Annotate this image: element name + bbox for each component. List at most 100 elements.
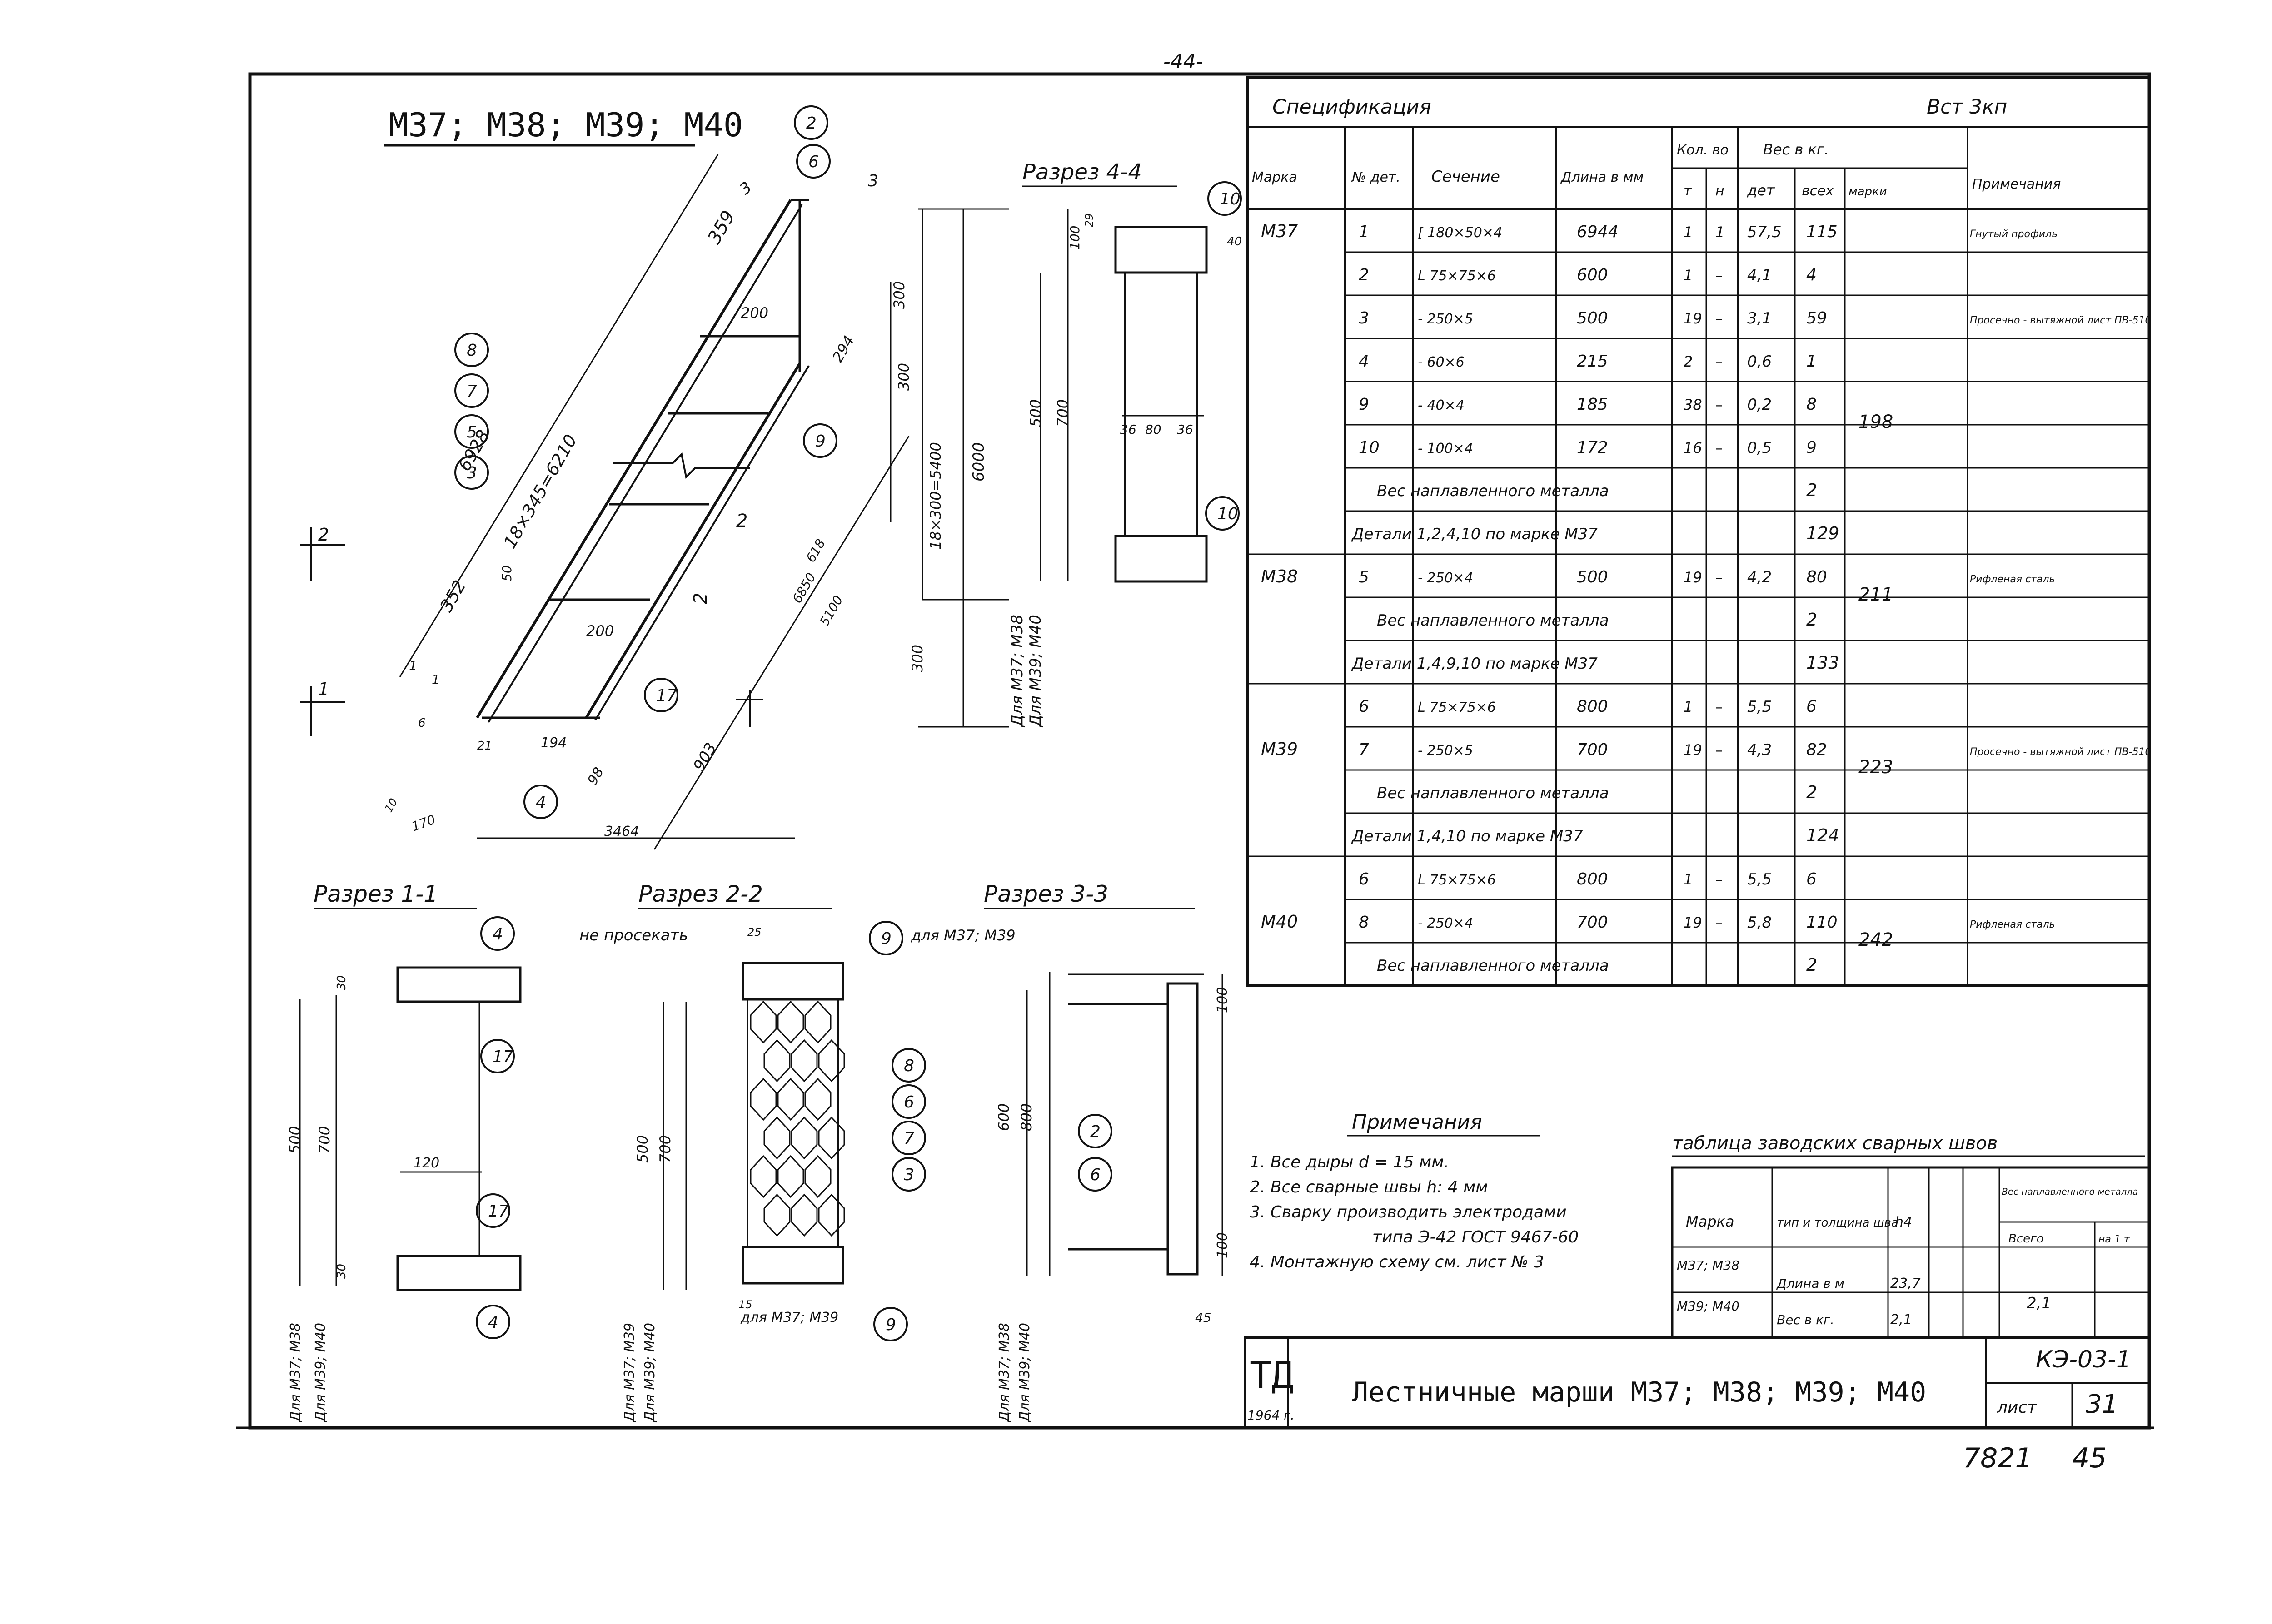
tb-year: 1964 г. <box>1247 1408 1295 1423</box>
spec-weight-all: 129 <box>1806 523 1839 543</box>
spec-qty-n: – <box>1715 871 1723 888</box>
dimension-label: 700 <box>657 1135 674 1163</box>
dimension-label: Для M37; M39 <box>622 1323 638 1423</box>
spec-section: - 250×5 <box>1418 311 1473 327</box>
dimension-label: 3 <box>868 172 878 190</box>
spec-weight-all: 133 <box>1806 653 1839 673</box>
dimension-label: 15 <box>738 1298 752 1311</box>
spec-marka: M40 <box>1261 912 1298 932</box>
note-line: 4. Монтажную схему см. лист № 3 <box>1250 1253 1544 1271</box>
dimension-label: Для M37; M38 <box>288 1323 304 1423</box>
spec-qty-n: – <box>1715 439 1723 457</box>
weld-wt-val: 2,1 <box>1890 1312 1912 1328</box>
spec-marka: M38 <box>1261 566 1298 586</box>
dimension-label: 18×345=6210 <box>500 431 581 552</box>
weld-na1t: на 1 т <box>2098 1234 2130 1245</box>
spec-note: Детали 1,2,4,10 по марке M37 <box>1351 525 1598 543</box>
spec-section: L 75×75×6 <box>1418 700 1496 715</box>
spec-weight-all: 115 <box>1806 223 1838 241</box>
mesh-cell <box>750 1078 777 1121</box>
dimension-label: 3 <box>736 178 755 199</box>
dimension-label: 80 <box>1145 422 1161 437</box>
mesh-cell <box>750 1000 777 1044</box>
spec-length: 6944 <box>1577 223 1619 241</box>
spec-length: 800 <box>1577 870 1608 889</box>
mesh-cell <box>804 1000 832 1044</box>
callout-marker <box>454 333 489 367</box>
section-2-2: Разрез 2-2 <box>638 881 845 1290</box>
callout-number: 9 <box>815 432 826 451</box>
spec-det: 4 <box>1359 352 1369 371</box>
spec-weight-all: 2 <box>1806 782 1817 802</box>
spec-weight-all: 82 <box>1806 740 1827 759</box>
section-1-1: Разрез 1-1 <box>299 881 522 1291</box>
spec-note-text: Рифленая сталь <box>1970 574 2055 585</box>
callout-number: 6 <box>904 1093 914 1112</box>
spec-section: - 250×4 <box>1418 570 1473 586</box>
spec-note-text: Рифленая сталь <box>1970 919 2055 930</box>
section-3-3-title: Разрез 3-3 <box>984 881 1108 907</box>
spec-qty-t: 19 <box>1684 310 1702 327</box>
spec-note: Вес наплавленного металла <box>1377 611 1609 630</box>
callout-number: 8 <box>467 341 477 360</box>
callout-number: 4 <box>493 925 503 944</box>
spec-title: Спецификация <box>1272 95 1431 119</box>
spec-weight-det: 5,8 <box>1747 914 1772 932</box>
callout-marker <box>796 144 831 179</box>
dimension-label: 903 <box>690 740 720 774</box>
mesh-cell <box>791 1116 818 1160</box>
dimension-label: 200 <box>586 622 614 640</box>
dimension-label: 36 <box>1177 422 1193 437</box>
hdr-ves-det: дет <box>1747 182 1775 199</box>
spec-weight-all: 2 <box>1806 955 1817 975</box>
tb-sheet: 31 <box>2086 1390 2118 1419</box>
spec-length: 172 <box>1577 438 1608 457</box>
stringer-view: 2 1 <box>300 154 1009 850</box>
hdr-kol: Кол. во <box>1677 142 1729 158</box>
weld-table-title: таблица заводских сварных швов <box>1672 1133 1998 1154</box>
spec-qty-n: – <box>1715 310 1723 327</box>
callout-marker <box>476 1193 510 1228</box>
spec-section: - 40×4 <box>1418 397 1465 413</box>
hdr-kol-t: т <box>1684 183 1692 199</box>
mesh-cell <box>804 1078 832 1121</box>
spec-weight-all: 59 <box>1806 309 1827 328</box>
dimension-label: 6850 <box>789 570 818 606</box>
spec-qty-t: 1 <box>1684 223 1693 241</box>
dimension-label: 36 <box>1120 422 1136 437</box>
hdr-prim: Примечания <box>1972 176 2061 192</box>
spec-marka: M37 <box>1261 221 1298 241</box>
hdr-ves-mark: марки <box>1848 185 1887 199</box>
callout-number: 17 <box>656 686 677 705</box>
dimension-label: 98 <box>585 765 607 788</box>
callout-marker <box>480 916 515 951</box>
spec-qty-t: 19 <box>1684 914 1702 931</box>
callout-number: 4 <box>536 793 546 812</box>
callout-marker <box>892 1121 926 1155</box>
mesh-cell <box>777 1000 804 1044</box>
dimension-label: 600 <box>995 1103 1012 1131</box>
notes-block: Примечания 1. Все дыры d = 15 мм.2. Все … <box>1250 1111 1579 1271</box>
spec-qty-n: – <box>1715 396 1723 413</box>
dimension-label: Для M37; M38 <box>996 1323 1012 1423</box>
callout-marker <box>454 455 489 490</box>
dimension-label: 300 <box>909 645 926 672</box>
spec-section: - 100×4 <box>1418 441 1473 457</box>
callout-marker <box>523 785 558 819</box>
spec-weight-mark: 198 <box>1858 412 1893 432</box>
callout-number: 8 <box>904 1057 914 1075</box>
callout-marker <box>873 1307 908 1341</box>
dimension-label: 5100 <box>817 593 846 628</box>
dimension-label: 100 <box>1067 226 1082 250</box>
spec-qty-t: 38 <box>1684 396 1702 413</box>
callout-marker <box>794 105 828 140</box>
spec-length: 700 <box>1577 740 1608 759</box>
spec-qty-n: – <box>1715 267 1723 284</box>
dimension-label: 10 <box>382 796 400 814</box>
callout-number: 5 <box>467 423 477 442</box>
note-line: 3. Сварку производить электродами <box>1250 1203 1567 1222</box>
spec-steel: Вст 3кп <box>1927 95 2007 119</box>
dimension-label: 40 <box>1227 235 1242 248</box>
callout-number: 10 <box>1217 505 1238 523</box>
hdr-ves: Вес в кг. <box>1763 141 1829 158</box>
